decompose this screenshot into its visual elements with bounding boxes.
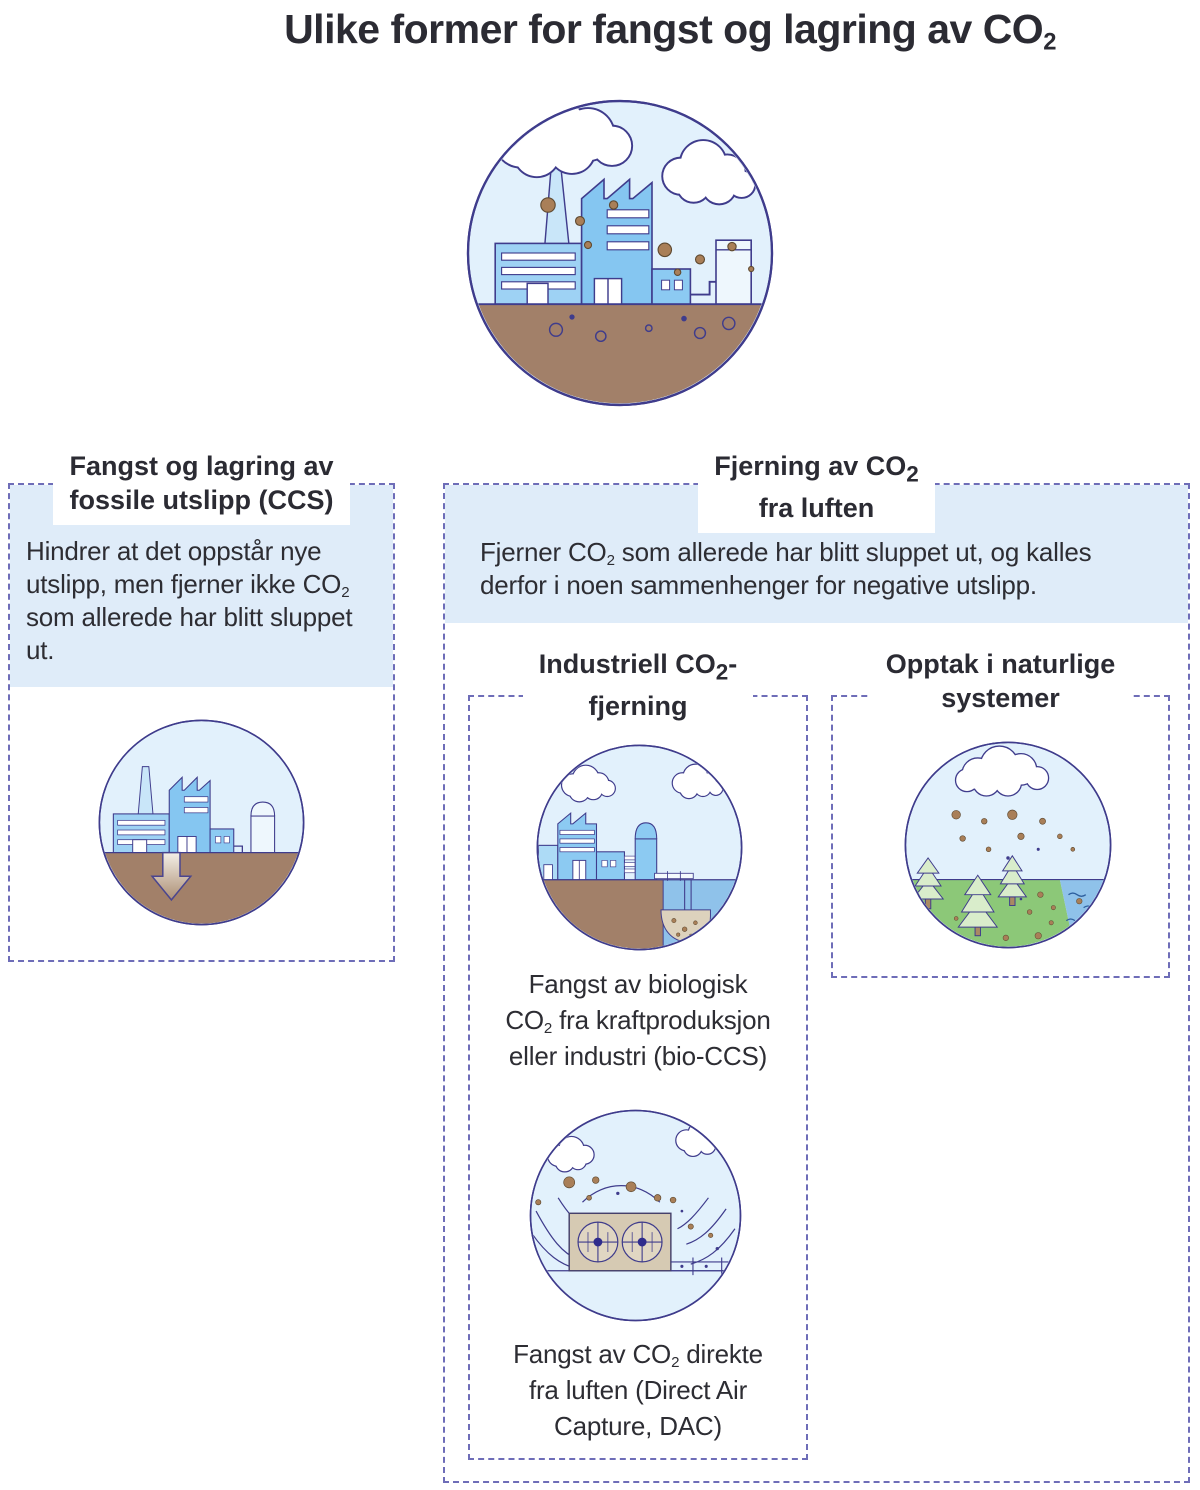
fir-tree-icon (911, 857, 945, 910)
cloud-icon (560, 764, 616, 803)
removal-heading: Fjerning av CO2 fra luften (443, 447, 1190, 534)
removal-heading-line1: Fjerning av CO (714, 451, 907, 481)
injection-pipe (654, 871, 694, 915)
removal-description-line2: derfor i noen sammenhenger for negative … (480, 570, 1037, 600)
ccs-description: Hindrer at det oppstår nye utslipp, men … (26, 535, 360, 667)
factory-buildings (494, 177, 752, 306)
dac-caption-line3: Capture, DAC) (554, 1411, 722, 1441)
factory-buildings (538, 811, 658, 881)
down-arrow-icon (150, 851, 193, 902)
ground (100, 852, 303, 924)
factory-emissions-illustration (466, 99, 774, 407)
natural-systems-illustration (904, 741, 1112, 949)
factory-buildings (112, 776, 276, 854)
industrial-heading-subscript: 2 (715, 659, 729, 685)
cloud-icon (954, 745, 1050, 797)
dac-caption-line2: fra luften (Direct Air (528, 1375, 748, 1405)
page-title-text: Ulike former for fangst og lagring av CO (284, 6, 1044, 52)
industrial-heading-line2: fjerning (588, 691, 688, 722)
bio-ccs-caption-line1: Fangst av biologisk (528, 969, 748, 999)
fir-tree-icon (957, 874, 999, 937)
ccs-storage-illustration (98, 719, 305, 926)
ccs-description-subscript: 2 (341, 584, 350, 602)
natural-heading: Opptak i naturlige systemer (831, 645, 1170, 723)
cloud-icon (493, 102, 634, 179)
ccs-description-text2: som allerede har blitt sluppet ut. (26, 602, 353, 665)
bio-ccs-caption-line3: eller industri (bio-CCS) (508, 1041, 768, 1071)
water (1059, 879, 1110, 947)
ccs-heading-line2: fossile utslipp (CCS) (69, 485, 334, 515)
ground (469, 304, 771, 404)
cloud-icon (671, 763, 724, 800)
removal-description: Fjerner CO2 som allerede har blitt slupp… (480, 536, 1180, 602)
natural-heading-line1: Opptak i naturlige (885, 649, 1116, 679)
industrial-heading: Industriell CO2- fjerning (468, 645, 808, 732)
fir-tree-icon (997, 854, 1028, 906)
co2-dots-air (535, 1176, 714, 1238)
fan-icon (577, 1221, 619, 1263)
small-dark-dots (616, 1191, 719, 1251)
co2-dots-sky (540, 197, 755, 276)
co2-dots-falling (951, 809, 1076, 853)
co2-dots-ground (548, 314, 759, 343)
ccs-heading: Fangst og lagring av fossile utslipp (CC… (8, 447, 395, 525)
natural-heading-line2: systemer (941, 683, 1060, 713)
fan-icon (621, 1221, 663, 1263)
bio-ccs-illustration (536, 744, 743, 951)
industrial-heading-line1: Industriell CO (538, 649, 716, 679)
dac-caption-line1: Fangst av CO2 direkte (513, 1339, 763, 1372)
dac-caption: Fangst av CO2 direkte fra luften (Direct… (478, 1336, 798, 1444)
bio-ccs-caption-line2: CO2 fra kraftproduksjon (505, 1005, 771, 1038)
co2-dots-grass (953, 891, 1056, 941)
removal-heading-line2: fra luften (758, 493, 875, 524)
removal-description-line1: Fjerner CO2 som allerede har blitt slupp… (480, 537, 1092, 570)
dac-illustration (529, 1109, 742, 1322)
small-dark-dots (1006, 847, 1040, 860)
removal-heading-subscript: 2 (906, 461, 919, 487)
page-title-subscript: 2 (1043, 28, 1056, 56)
bio-ccs-caption: Fangst av biologisk CO2 fra kraftproduks… (478, 966, 798, 1074)
ccs-heading-line1: Fangst og lagring av (69, 451, 334, 481)
ccs-description-text1: Hindrer at det oppstår nye utslipp, men … (26, 536, 342, 599)
page-title: Ulike former for fangst og lagring av CO… (0, 6, 1200, 56)
cloud-icon (661, 139, 757, 206)
